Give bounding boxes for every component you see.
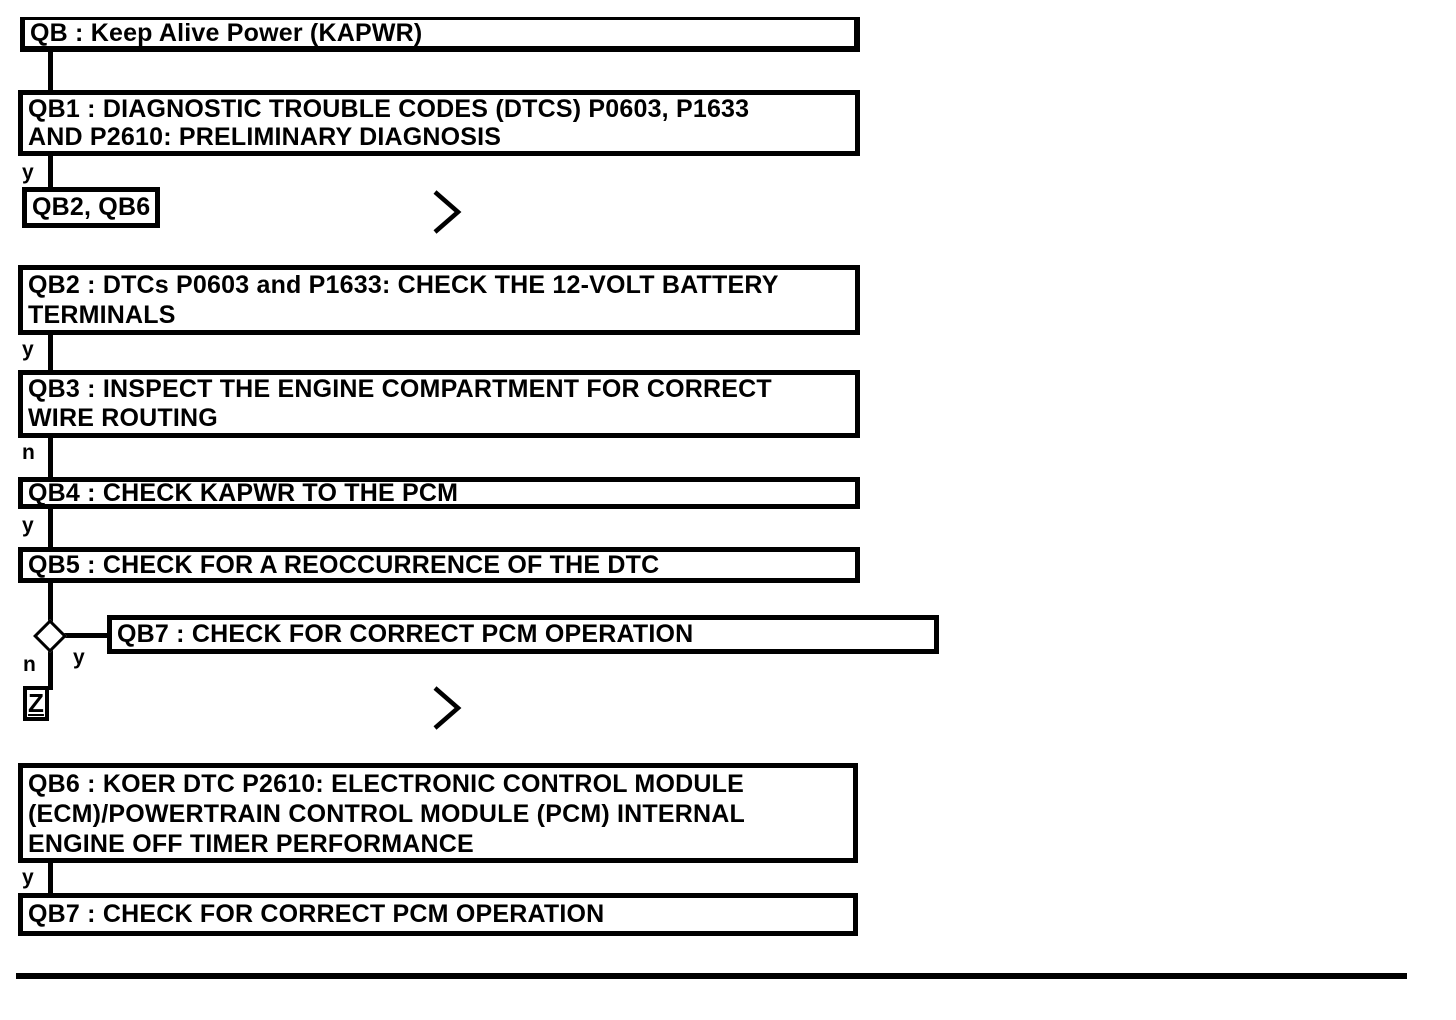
flow-node-label-line: AND P2610: PRELIMINARY DIAGNOSIS: [28, 123, 502, 151]
connector-qb-to-qb1: [48, 50, 53, 92]
connector-decision-to-z: [48, 650, 53, 690]
branch-label-yes: y: [73, 646, 85, 669]
branch-label-yes: y: [22, 338, 34, 361]
flow-node-label: QB4 : CHECK KAPWR TO THE PCM: [28, 479, 459, 507]
branch-label-no: n: [23, 653, 36, 676]
connector-qb2-to-qb3: [48, 333, 53, 372]
flow-node-qb5: QB5 : CHECK FOR A REOCCURRENCE OF THE DT…: [18, 547, 860, 583]
connector-qb5-to-decision: [48, 581, 53, 623]
flow-node-label-line: WIRE ROUTING: [28, 404, 218, 432]
flow-node-qb3: QB3 : INSPECT THE ENGINE COMPARTMENT FOR…: [18, 370, 860, 438]
flow-node-qb6: QB6 : KOER DTC P2610: ELECTRONIC CONTROL…: [18, 763, 858, 863]
connector-decision-to-qb7: [64, 633, 109, 638]
chevron-right-icon: [433, 190, 462, 234]
flow-node-label-line: QB6 : KOER DTC P2610: ELECTRONIC CONTROL…: [28, 770, 744, 798]
connector-qb4-to-qb5: [48, 507, 53, 549]
branch-label-yes: y: [22, 161, 34, 184]
flow-node-label: QB : Keep Alive Power (KAPWR): [30, 19, 423, 47]
decision-diamond: [33, 619, 67, 653]
flow-node-qb2-qb6-reference: QB2, QB6: [22, 187, 160, 228]
flow-node-label-line: TERMINALS: [28, 301, 176, 329]
connector-qb1-to-ref: [48, 153, 53, 189]
flow-node-label-line: QB3 : INSPECT THE ENGINE COMPARTMENT FOR…: [28, 375, 772, 403]
flow-node-qb4: QB4 : CHECK KAPWR TO THE PCM: [18, 477, 860, 509]
flow-node-qb-title: QB : Keep Alive Power (KAPWR): [20, 17, 860, 52]
flow-node-label: QB2, QB6: [32, 193, 151, 221]
flow-node-label-line: QB2 : DTCs P0603 and P1633: CHECK THE 12…: [28, 271, 779, 299]
bottom-divider: [16, 973, 1407, 979]
flow-node-label: QB7 : CHECK FOR CORRECT PCM OPERATION: [117, 620, 694, 648]
flow-node-label-line: QB1 : DIAGNOSTIC TROUBLE CODES (DTCS) P0…: [28, 95, 750, 123]
connector-qb6-to-qb7: [48, 863, 53, 895]
flow-node-label: QB7 : CHECK FOR CORRECT PCM OPERATION: [28, 900, 605, 928]
flow-node-qb2: QB2 : DTCs P0603 and P1633: CHECK THE 12…: [18, 265, 860, 335]
flow-node-qb1: QB1 : DIAGNOSTIC TROUBLE CODES (DTCS) P0…: [18, 90, 860, 156]
chevron-right-icon: [433, 686, 462, 730]
branch-label-yes: y: [22, 866, 34, 889]
z-reference-box: Z: [23, 686, 49, 721]
branch-label-no: n: [22, 441, 35, 464]
z-reference-label: Z: [28, 688, 44, 718]
flow-node-label: QB5 : CHECK FOR A REOCCURRENCE OF THE DT…: [28, 551, 660, 579]
flow-node-label-line: (ECM)/POWERTRAIN CONTROL MODULE (PCM) IN…: [28, 800, 746, 828]
flow-node-qb7-branch: QB7 : CHECK FOR CORRECT PCM OPERATION: [107, 615, 939, 654]
flow-node-qb7: QB7 : CHECK FOR CORRECT PCM OPERATION: [18, 893, 858, 936]
flow-node-label-line: ENGINE OFF TIMER PERFORMANCE: [28, 830, 474, 858]
branch-label-yes: y: [22, 514, 34, 537]
connector-qb3-to-qb4: [48, 436, 53, 479]
